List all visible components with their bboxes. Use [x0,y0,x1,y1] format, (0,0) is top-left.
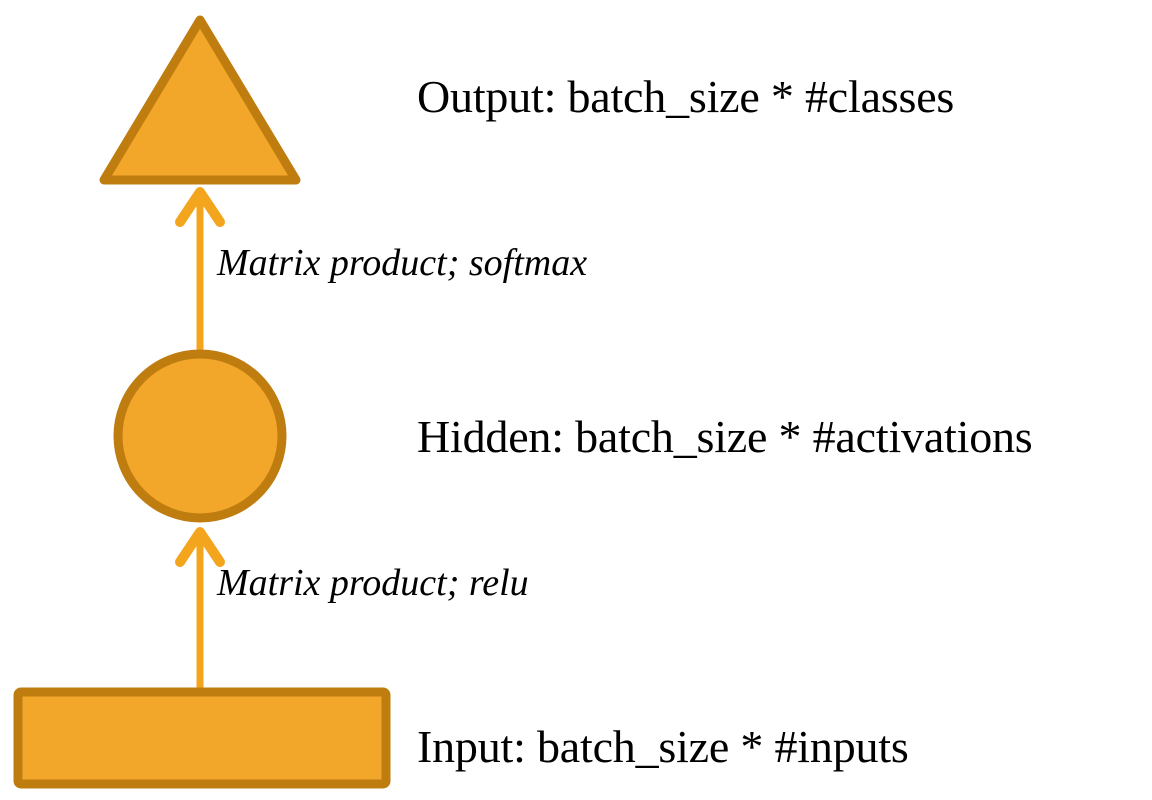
hidden-node-circle[interactable] [113,349,287,523]
edge-hidden-to-output-arrow[interactable] [175,187,225,350]
edge-input-to-hidden-label: Matrix product; relu [217,562,529,604]
input-node-label: Input: batch_size * #inputs [417,721,909,772]
output-node-label: Output: batch_size * #classes [417,71,955,122]
hidden-node-label: Hidden: batch_size * #activations [417,411,1033,462]
output-node-triangle[interactable] [99,15,301,185]
edge-input-to-hidden-arrow[interactable] [175,527,225,690]
input-node-rectangle[interactable] [13,687,391,789]
edge-hidden-to-output-label: Matrix product; softmax [217,242,588,284]
